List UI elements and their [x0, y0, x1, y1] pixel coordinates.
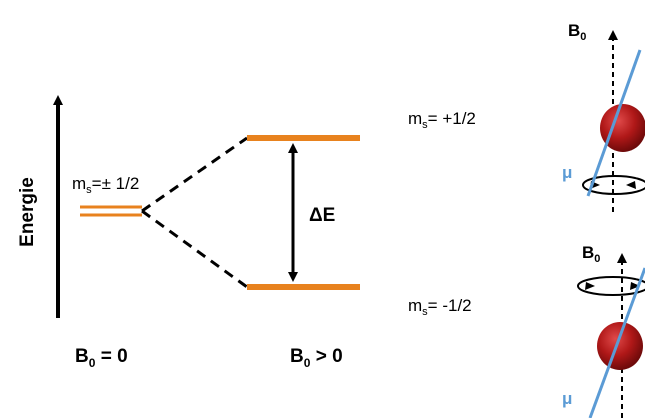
zero-field-label: B0 = 0 — [75, 346, 128, 370]
energy-gap-label: ΔE — [309, 205, 335, 226]
spin-bottom-moment-arrow — [588, 267, 645, 418]
degenerate-level — [80, 205, 142, 217]
spin-top-moment-label: μ — [562, 163, 572, 182]
energy-axis-label: Energie — [17, 177, 38, 247]
split-dashed-lower — [141, 209, 248, 289]
spin-bottom-precession-loop — [577, 276, 645, 296]
spin-bottom-field-label: B0 — [582, 243, 600, 265]
lower-level-label: ms= -1/2 — [408, 296, 472, 318]
split-dashed-upper — [141, 136, 248, 213]
spin-top-precession-loop — [582, 175, 645, 195]
spin-top-particle — [600, 104, 645, 152]
with-field-label: B0 > 0 — [290, 346, 343, 370]
spin-bottom-particle — [597, 322, 643, 370]
spin-top-moment-arrow — [586, 49, 642, 197]
spin-bottom-moment-label: μ — [562, 389, 572, 408]
spin-top-field-label: B0 — [568, 21, 586, 43]
spin-bottom: B0 μ — [562, 243, 645, 418]
degenerate-level-label: ms=± 1/2 — [72, 174, 139, 196]
upper-level-label: ms= +1/2 — [408, 109, 476, 131]
spin-top: B0 μ — [562, 21, 645, 212]
